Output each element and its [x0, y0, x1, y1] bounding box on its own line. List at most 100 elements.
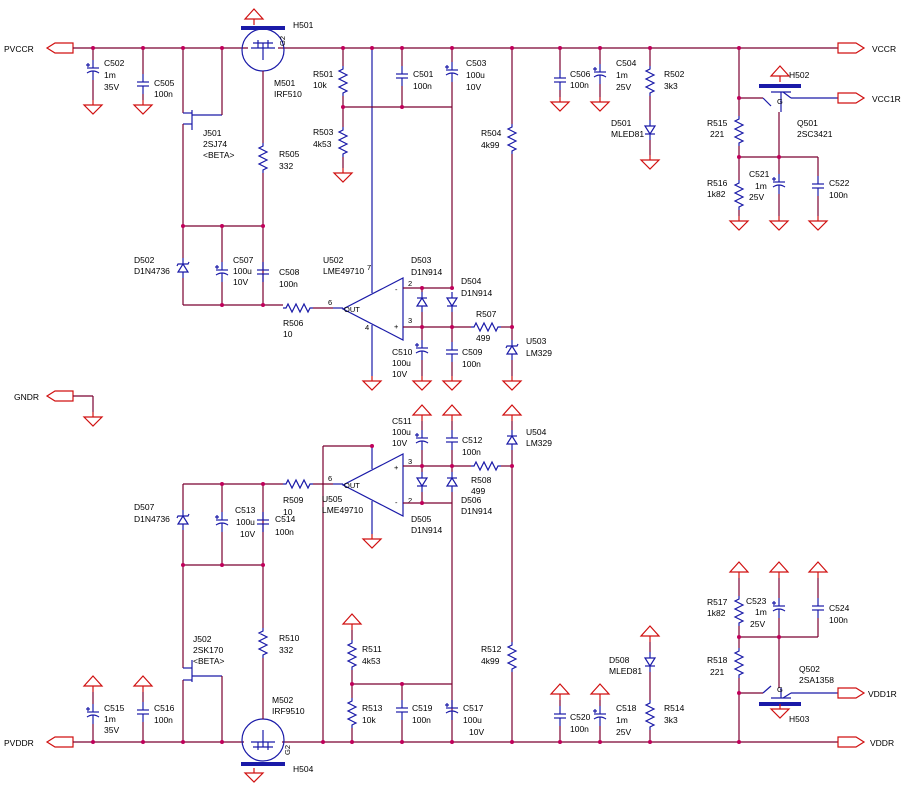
r505-ref: R505 [279, 149, 300, 159]
c516-ref: C516 [154, 703, 175, 713]
c502-value: 1m [104, 70, 116, 80]
m501-mosfet [241, 28, 285, 72]
d503-ref: D503 [411, 255, 432, 265]
d502-value: D1N4736 [134, 266, 170, 276]
c510-value: 100u [392, 358, 411, 368]
c514-value: 100n [275, 527, 294, 537]
vccr-label: VCCR [872, 44, 896, 54]
c516-value: 100n [154, 715, 173, 725]
vcc1r-port [837, 92, 865, 104]
q502-ref: Q502 [799, 664, 820, 674]
c523-value: 1m [755, 607, 767, 617]
c515-rating: 35V [104, 725, 119, 735]
r508-resistor [470, 461, 502, 471]
m502-ref: M502 [272, 695, 294, 705]
r517-resistor [734, 595, 744, 627]
c524-capacitor [811, 597, 825, 619]
u502-pin2: 2 [408, 279, 412, 288]
r510-ref: R510 [279, 633, 300, 643]
c507-capacitor [214, 261, 229, 283]
d506-value: D1N914 [461, 506, 492, 516]
d504-ref: D504 [461, 276, 482, 286]
j501-value: 2SJ74 [203, 139, 227, 149]
d505-diode [416, 471, 428, 493]
c519-value: 100n [412, 715, 431, 725]
c519-capacitor [395, 699, 409, 721]
r516-value: 1k82 [707, 189, 726, 199]
power-symbol [412, 404, 432, 422]
c524-value: 100n [829, 615, 848, 625]
u505-minus: - [395, 498, 398, 507]
u505-pin2: 2 [408, 496, 412, 505]
ground-symbol [770, 703, 790, 719]
power-symbol [550, 683, 570, 701]
r508-value: 499 [471, 486, 485, 496]
g2-pin: G2 [283, 745, 292, 755]
c504-rating: 25V [616, 82, 631, 92]
c504-value: 1m [616, 70, 628, 80]
ground-symbol [590, 96, 610, 112]
j502-value: 2SK170 [193, 645, 224, 655]
q502-value: 2SA1358 [799, 675, 834, 685]
u503-value: LM329 [526, 348, 552, 358]
u502-minus: - [395, 285, 398, 294]
ground-symbol [362, 533, 382, 549]
power-symbol [502, 404, 522, 422]
c510-capacitor [414, 339, 429, 361]
u505-pin6: 6 [328, 474, 332, 483]
ground-symbol [502, 375, 522, 391]
h501-label: H501 [293, 20, 314, 30]
c504-capacitor [592, 63, 607, 85]
g2-pin: G2 [278, 36, 287, 46]
j502-jfet [183, 660, 222, 682]
d505-ref: D505 [411, 514, 432, 524]
c514-ref: C514 [275, 514, 296, 524]
c520-capacitor [553, 705, 567, 727]
u503-ref: U503 [526, 336, 547, 346]
r504-ref: R504 [481, 128, 502, 138]
gndr-label: GNDR [14, 392, 39, 402]
c513-ref: C513 [235, 505, 256, 515]
r515-ref: R515 [707, 118, 728, 128]
d507-value: D1N4736 [134, 514, 170, 524]
c513-value: 100u [236, 517, 255, 527]
c518-capacitor [592, 705, 607, 727]
r503-ref: R503 [313, 127, 334, 137]
r514-resistor [645, 699, 655, 731]
h503-label: H503 [789, 714, 810, 724]
c511-ref: C511 [392, 416, 412, 426]
c515-capacitor [85, 703, 100, 725]
r511-ref: R511 [362, 644, 382, 654]
c503-capacitor [444, 61, 459, 83]
h502-label: H502 [789, 70, 810, 80]
u503-reference [505, 339, 519, 361]
c520-ref: C520 [570, 712, 591, 722]
d501-led [644, 119, 656, 141]
c518-rating: 25V [616, 727, 631, 737]
c502-capacitor [85, 59, 100, 81]
pvccr-label: PVCCR [4, 44, 34, 54]
pvddr-port [46, 736, 74, 748]
power-symbol [729, 561, 749, 579]
c517-value: 100u [463, 715, 482, 725]
h504-label: H504 [293, 764, 314, 774]
c506-value: 100n [570, 80, 589, 90]
r509-resistor [282, 479, 314, 489]
c505-value: 100n [154, 89, 173, 99]
r518-value: 221 [710, 667, 724, 677]
m501-value: IRF510 [274, 89, 302, 99]
c510-rating: 10V [392, 369, 407, 379]
c503-value: 100u [466, 70, 485, 80]
u502-out-pin: OUT [344, 305, 360, 314]
d508-value: MLED81 [609, 666, 642, 676]
c508-value: 100n [279, 279, 298, 289]
c518-ref: C518 [616, 703, 637, 713]
r509-ref: R509 [283, 495, 304, 505]
r509-value: 10 [283, 507, 293, 517]
c519-ref: C519 [412, 703, 433, 713]
r517-value: 1k82 [707, 608, 726, 618]
pvddr-label: PVDDR [4, 738, 34, 748]
j502-beta: <BETA> [193, 656, 225, 666]
d504-value: D1N914 [461, 288, 492, 298]
c505-ref: C505 [154, 78, 175, 88]
